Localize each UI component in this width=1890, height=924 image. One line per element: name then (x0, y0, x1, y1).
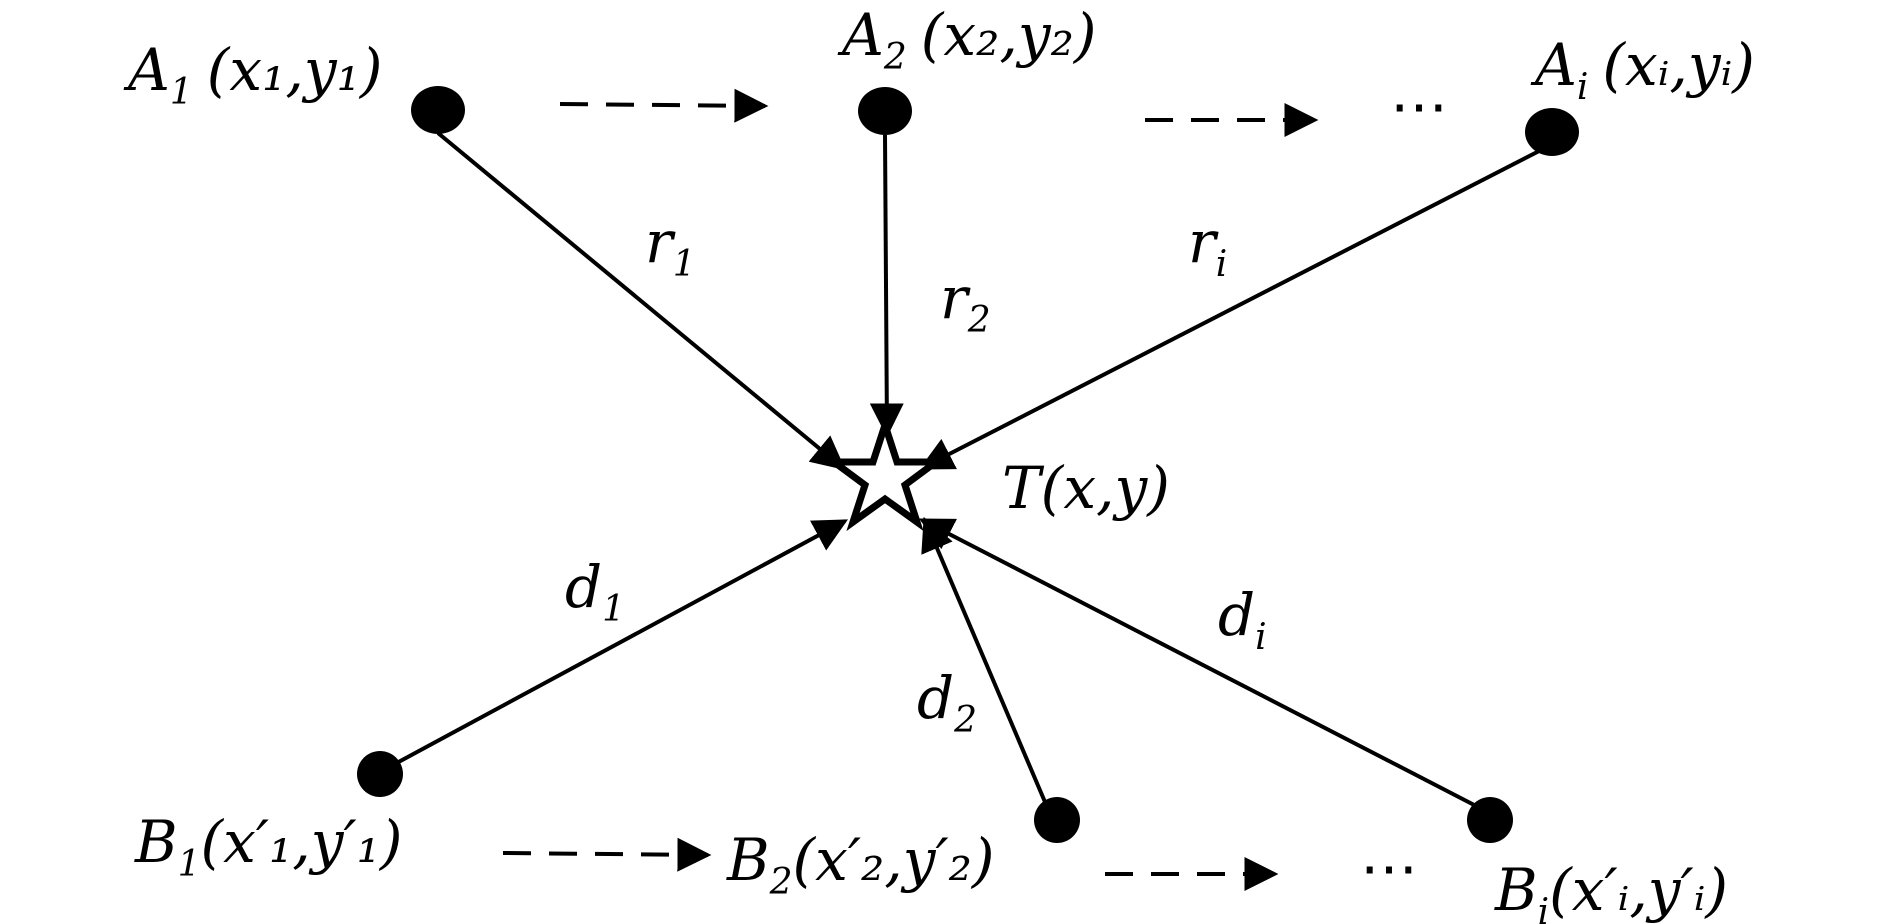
line-a1-to-target (436, 131, 846, 471)
distance-ri-label: ri (1188, 208, 1227, 285)
anchor-a1-label: A1(x₁,y₁) (123, 36, 382, 113)
line-ai-to-target (918, 146, 1546, 470)
line-bi-to-target (918, 518, 1481, 810)
node-bi (1467, 797, 1513, 843)
distance-r1-label: r1 (645, 208, 696, 285)
anchor-b2-label: B2(x′₂,y′₂) (726, 826, 995, 903)
distance-d1-label: d1 (565, 553, 625, 630)
node-b2 (1034, 797, 1080, 843)
target-label: T(x,y) (1002, 454, 1170, 522)
node-ai (1525, 108, 1579, 156)
node-a2 (858, 87, 912, 135)
anchor-ai-label: Ai(xᵢ,yᵢ) (1530, 31, 1755, 108)
anchor-nodes (357, 86, 1579, 843)
ellipsis-top: ⋯ (1390, 72, 1448, 140)
line-a2-to-target (869, 134, 904, 438)
move-a1-to-a2 (559, 88, 769, 123)
distance-r2-label: r2 (940, 264, 991, 341)
anchor-bi-label: Bi(x′ᵢ,y′ᵢ) (1494, 856, 1728, 924)
anchor-b1-label: B1(x′₁,y′₁) (134, 808, 403, 885)
distance-d2-label: d2 (917, 664, 977, 741)
ellipsis-bottom: ⋯ (1360, 834, 1418, 902)
node-b1 (357, 751, 403, 797)
distance-di-label: di (1218, 581, 1267, 658)
movement-arrows (502, 88, 1319, 891)
line-b2-to-target (921, 516, 1047, 803)
line-b1-to-target (379, 519, 848, 774)
node-a1 (411, 86, 465, 134)
range-lines (379, 131, 1546, 810)
anchor-a2-label: A2(x₂,y₂) (837, 1, 1096, 78)
move-b1-to-b2 (502, 837, 712, 872)
target-star-icon (823, 413, 947, 532)
